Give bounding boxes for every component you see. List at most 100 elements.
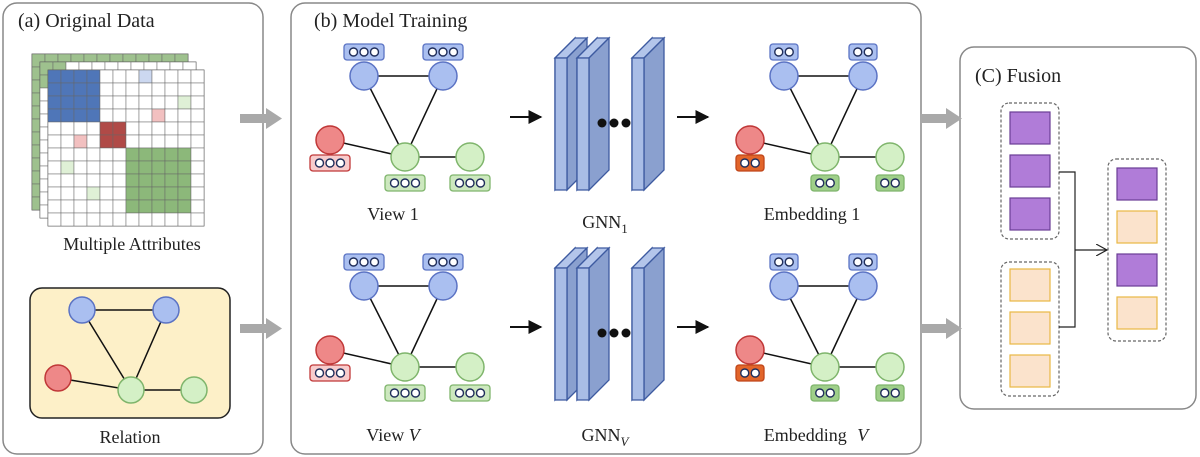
matrix-cell — [99, 173, 114, 188]
attribute-dot — [774, 47, 784, 57]
attribute-dot — [825, 388, 835, 398]
matrix-cell — [177, 108, 192, 123]
matrix-cell — [177, 95, 192, 110]
graph-edge — [824, 75, 864, 158]
matrix-cell — [125, 160, 140, 175]
matrix-cell — [73, 95, 88, 110]
matrix-cell — [60, 108, 75, 123]
matrix-cell — [112, 82, 127, 97]
matrix-cell — [151, 69, 166, 84]
gnn-layer-front — [554, 57, 568, 191]
embedding-1-label: Embedding 1 — [764, 204, 861, 224]
fusion-title: (C) Fusion — [975, 65, 1061, 87]
attribute-dot — [890, 388, 900, 398]
matrix-cell — [112, 108, 127, 123]
matrix-cell — [99, 186, 114, 201]
graph-node — [848, 61, 878, 91]
flow-arrow-fusion-top — [920, 108, 962, 129]
graph-edge — [404, 75, 444, 158]
matrix-cell — [60, 147, 75, 162]
matrix-cell — [86, 212, 101, 227]
matrix-cell — [99, 199, 114, 214]
attribute-dot — [438, 47, 448, 57]
attribute-matrices — [31, 53, 205, 227]
graph-edge — [363, 75, 406, 158]
matrix-cell — [151, 160, 166, 175]
attribute-dot — [465, 388, 475, 398]
matrix-cell — [47, 108, 62, 123]
matrix-layer — [47, 69, 205, 227]
graph-node — [875, 352, 905, 382]
graph-edge — [824, 285, 864, 368]
peach-embedding-block — [1116, 296, 1158, 330]
attribute-dot — [369, 47, 380, 57]
gnn-ellipsis-dot — [621, 118, 631, 128]
matrix-cell — [86, 95, 101, 110]
attribute-dot — [335, 158, 346, 168]
matrix-cell — [86, 82, 101, 97]
matrix-cell — [112, 173, 127, 188]
matrix-cell — [177, 199, 192, 214]
gnn-layer-edge — [643, 246, 665, 402]
attribute-dot — [454, 178, 465, 188]
matrix-cell — [125, 134, 140, 149]
attribute-dot — [815, 388, 825, 398]
gnn-ellipsis-dot — [597, 118, 607, 128]
gnn-layer-front — [576, 267, 590, 401]
matrix-cell — [138, 199, 153, 214]
matrix-cell — [60, 69, 75, 84]
matrix-cell — [177, 69, 192, 84]
peach-embedding-block — [1009, 311, 1051, 345]
attribute-dot — [740, 368, 750, 378]
graph-node — [428, 61, 458, 91]
matrix-cell — [177, 212, 192, 227]
matrix-cell — [177, 147, 192, 162]
attribute-dot — [427, 257, 438, 267]
relation-node — [180, 376, 208, 404]
attribute-dot — [863, 47, 873, 57]
attribute-dot — [389, 178, 400, 188]
attribute-dot — [314, 368, 325, 378]
gnn-layer-front — [554, 267, 568, 401]
gnn-1-label: GNN1 — [582, 212, 628, 236]
matrix-cell — [151, 82, 166, 97]
attribute-dot — [454, 388, 465, 398]
attribute-dot — [325, 158, 335, 168]
matrix-cell — [99, 82, 114, 97]
attribute-dot — [784, 47, 794, 57]
graph-node — [315, 125, 345, 155]
peach-embedding-block — [1116, 210, 1158, 244]
matrix-cell — [99, 95, 114, 110]
matrix-cell — [60, 173, 75, 188]
attribute-dot — [825, 178, 835, 188]
gnn-layer-edge — [643, 36, 665, 192]
matrix-cell — [60, 82, 75, 97]
matrix-cell — [86, 69, 101, 84]
attribute-dot — [369, 257, 380, 267]
matrix-cell — [138, 95, 153, 110]
matrix-cell — [138, 212, 153, 227]
model-training-title: (b) Model Training — [314, 10, 467, 32]
embedding-v-graph — [735, 253, 905, 402]
matrix-cell — [60, 134, 75, 149]
matrix-cell — [47, 95, 62, 110]
matrix-cell — [164, 173, 179, 188]
fusion-group-2 — [1000, 261, 1060, 397]
attribute-dot — [348, 47, 359, 57]
matrix-cell — [190, 160, 205, 175]
matrix-cell — [151, 134, 166, 149]
graph-node — [810, 142, 840, 172]
gnn-v-label: GNNV — [582, 425, 631, 449]
purple-embedding-block — [1116, 167, 1158, 201]
gnn-ellipsis-dot — [597, 328, 607, 338]
attribute-dot — [325, 368, 335, 378]
matrix-cell — [112, 95, 127, 110]
matrix-cell — [99, 121, 114, 136]
attribute-dot — [335, 368, 346, 378]
peach-embedding-block — [1009, 268, 1051, 302]
matrix-cell — [164, 160, 179, 175]
flow-arrow-fusion-bottom — [920, 318, 962, 339]
attribute-dot — [784, 257, 794, 267]
attribute-dot — [448, 47, 459, 57]
matrix-cell — [73, 212, 88, 227]
